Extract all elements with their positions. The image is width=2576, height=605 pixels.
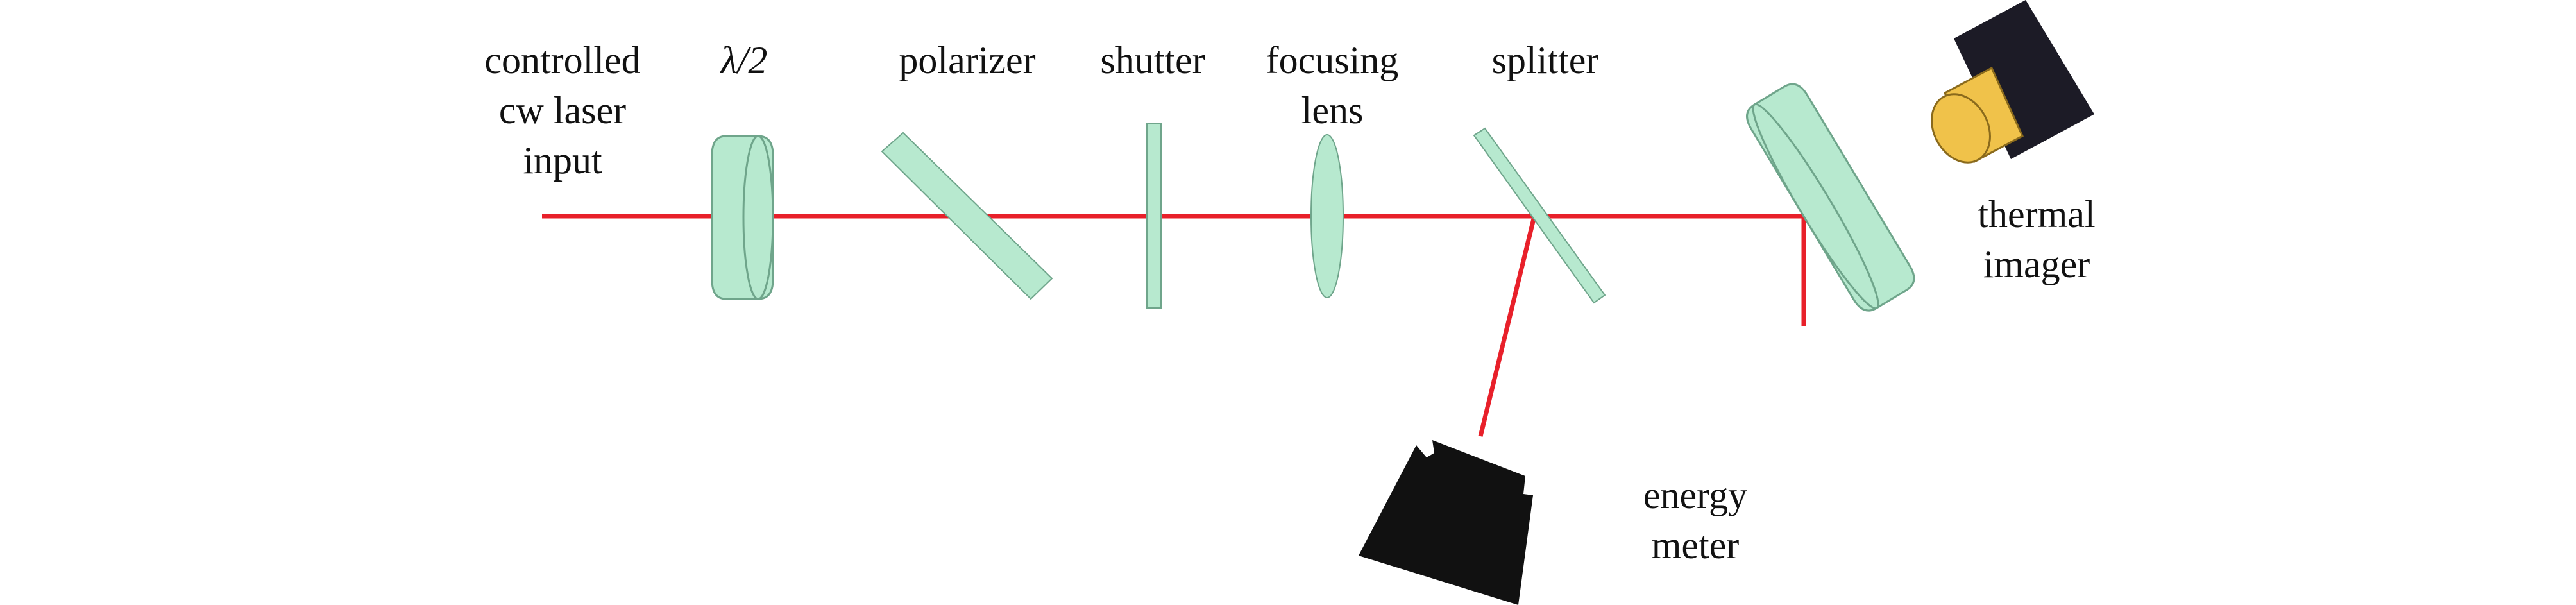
label-focusing-lens-line-1: focusing: [1266, 39, 1399, 81]
beam-splitter: [1473, 127, 1606, 304]
label-polarizer: polarizer: [899, 39, 1036, 81]
label-thermal-imager-line-1: thermal: [1978, 193, 2096, 235]
label-energy-meter-line-2: meter: [1651, 524, 1740, 567]
label-laser-input-line-1: controlled: [484, 39, 641, 81]
thermal-imager-lens-face: [1931, 93, 1991, 164]
polarizer: [881, 132, 1053, 300]
label-energy-meter: energy meter: [1643, 470, 1747, 570]
label-laser-input-line-2: cw laser: [498, 89, 627, 132]
focusing-lens: [1310, 134, 1344, 298]
half-wave-plate: [711, 135, 774, 300]
label-focusing-lens-line-2: lens: [1301, 89, 1364, 132]
label-thermal-imager-line-2: imager: [1983, 243, 2090, 285]
label-half-wave-plate: λ/2: [720, 39, 768, 81]
reflected-beam-to-energy-meter: [1478, 216, 1537, 437]
label-focusing-lens: focusing lens: [1266, 35, 1399, 135]
imager-window: [1746, 83, 1915, 312]
energy-meter: [1359, 440, 1533, 605]
label-thermal-imager: thermal imager: [1978, 189, 2095, 289]
thermal-imager: [1931, 0, 2094, 164]
label-shutter: shutter: [1100, 39, 1205, 81]
label-laser-input-line-3: input: [523, 139, 602, 182]
label-laser-input: controlled cw laser input: [484, 35, 640, 185]
label-energy-meter-line-1: energy: [1643, 474, 1748, 516]
label-splitter: splitter: [1491, 39, 1599, 81]
shutter: [1146, 123, 1162, 309]
thermal-imager-body: [1954, 0, 2094, 159]
